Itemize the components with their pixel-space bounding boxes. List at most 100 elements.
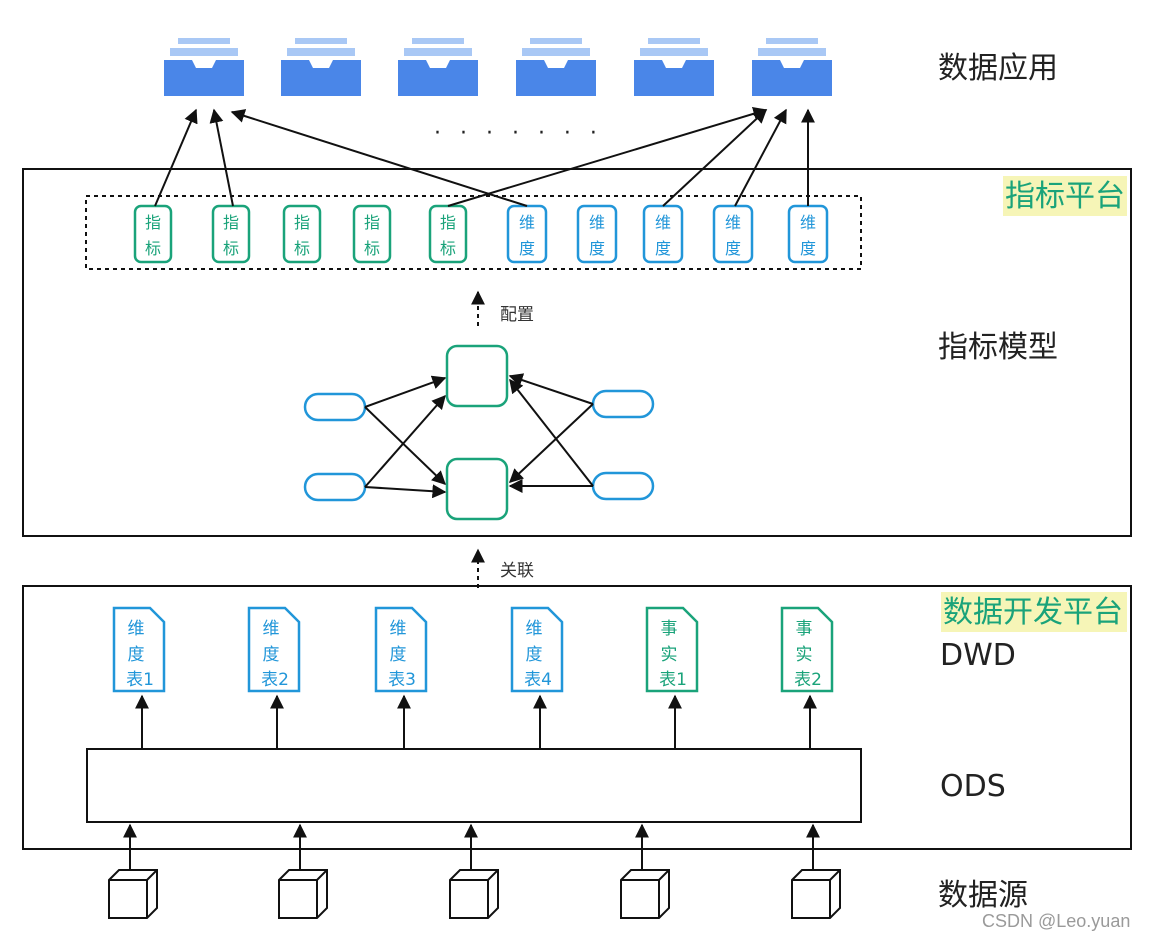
tray-icon: [164, 38, 244, 96]
config-label: 配置: [500, 305, 534, 325]
arrow: [662, 109, 768, 207]
dev-platform-box: [22, 585, 1132, 850]
table-line3: 表2: [261, 670, 289, 690]
dimension-chip[interactable]: 维 度: [712, 204, 754, 264]
table-line2: 度: [390, 645, 407, 665]
arrow: [364, 406, 447, 485]
tray-icon: [398, 38, 478, 96]
dimension-table[interactable]: 维 度 表4: [510, 606, 564, 693]
dimension-chip[interactable]: 维 度: [576, 204, 618, 264]
cube-icon: [791, 869, 841, 919]
source-to-ods-arrows: [123, 823, 820, 870]
dev-platform-title: 数据开发平台: [943, 595, 1123, 630]
chip-line2: 度: [589, 239, 605, 258]
metric-platform-box: [22, 168, 1132, 537]
dimension-table[interactable]: 维 度 表1: [112, 606, 166, 693]
table-line2: 度: [263, 645, 280, 665]
metric-dimension-chips: 指 标 指 标 指 标 指 标 指 标 维 度 维: [133, 204, 829, 264]
chip-line2: 标: [223, 239, 239, 258]
chip-line2: 标: [364, 239, 380, 258]
chip-line2: 度: [655, 239, 671, 258]
metric-chip-container: [85, 195, 862, 270]
table-line1: 维: [526, 619, 543, 639]
tray-icon: [752, 38, 832, 96]
cube-icon: [620, 869, 670, 919]
ods-to-dwd-arrows: [135, 694, 817, 749]
data-app-trays: [164, 38, 832, 96]
chip-line1: 指: [364, 213, 380, 232]
chip-line1: 指: [440, 213, 456, 232]
chip-line1: 维: [589, 213, 605, 232]
dimension-node[interactable]: [303, 392, 367, 422]
table-line3: 表1: [126, 670, 154, 690]
arrow: [154, 108, 198, 207]
chip-line2: 度: [800, 239, 816, 258]
metric-platform-title: 指标平台: [1005, 179, 1125, 214]
chip-line1: 维: [725, 213, 741, 232]
chip-line1: 指: [223, 213, 239, 232]
dimension-node[interactable]: [591, 389, 655, 419]
dimension-table[interactable]: 维 度 表3: [374, 606, 428, 693]
dimension-chip[interactable]: 维 度: [506, 204, 548, 264]
dwd-tables: 维 度 表1 维 度 表2 维 度 表3 维 度 表4 事 实 表1: [112, 606, 834, 693]
metric-chip[interactable]: 指 标: [133, 204, 173, 264]
metric-chip[interactable]: 指 标: [211, 204, 251, 264]
table-line1: 事: [661, 619, 678, 639]
dimension-chip[interactable]: 维 度: [642, 204, 684, 264]
table-line1: 维: [390, 619, 407, 639]
dimension-node[interactable]: [591, 471, 655, 501]
layer-label-app: 数据应用: [938, 51, 1058, 86]
tray-icon: [281, 38, 361, 96]
chip-line1: 维: [655, 213, 671, 232]
metric-chip[interactable]: 指 标: [282, 204, 322, 264]
arrow: [364, 394, 446, 488]
table-line2: 实: [661, 645, 678, 665]
dimension-node[interactable]: [303, 472, 367, 502]
table-line1: 维: [263, 619, 280, 639]
chip-line2: 标: [294, 239, 310, 258]
arrow: [364, 484, 447, 499]
dimension-chip[interactable]: 维 度: [787, 204, 829, 264]
chip-line2: 标: [145, 239, 161, 258]
arrow: [508, 373, 594, 405]
table-line3: 表4: [524, 670, 552, 690]
layer-label-metric-model: 指标模型: [938, 330, 1058, 365]
arrow: [509, 378, 594, 487]
table-line1: 维: [128, 619, 145, 639]
layer-label-source: 数据源: [938, 878, 1028, 913]
layer-label-dwd: DWD: [940, 638, 1016, 673]
table-line1: 事: [796, 619, 813, 639]
ellipsis: · · · · · · ·: [434, 121, 603, 146]
dimension-table[interactable]: 维 度 表2: [247, 606, 301, 693]
chip-line2: 度: [725, 239, 741, 258]
table-line2: 实: [796, 645, 813, 665]
chip-line1: 维: [800, 213, 816, 232]
metric-model-graph: [303, 344, 655, 521]
metric-chip[interactable]: 指 标: [352, 204, 392, 264]
metric-node[interactable]: [445, 457, 509, 521]
chip-line1: 指: [294, 213, 310, 232]
metric-chip[interactable]: 指 标: [428, 204, 468, 264]
data-source-cubes: [108, 869, 841, 919]
fact-table[interactable]: 事 实 表1: [645, 606, 699, 693]
metric-platform-highlight: [1003, 176, 1127, 216]
table-line3: 表3: [388, 670, 416, 690]
ods-box[interactable]: [86, 748, 862, 823]
metric-node[interactable]: [445, 344, 509, 408]
arrow: [734, 108, 787, 207]
table-line2: 度: [128, 645, 145, 665]
watermark: CSDN @Leo.yuan: [982, 911, 1130, 931]
tray-icon: [516, 38, 596, 96]
tray-icon: [634, 38, 714, 96]
chip-line1: 维: [519, 213, 535, 232]
arrow: [508, 403, 594, 483]
chip-line1: 指: [145, 213, 161, 232]
arrow: [447, 106, 768, 207]
table-line3: 表2: [794, 670, 822, 690]
cube-icon: [278, 869, 328, 919]
layer-label-ods: ODS: [940, 769, 1006, 804]
fact-table[interactable]: 事 实 表2: [780, 606, 834, 693]
table-line2: 度: [526, 645, 543, 665]
arrow: [364, 375, 447, 408]
